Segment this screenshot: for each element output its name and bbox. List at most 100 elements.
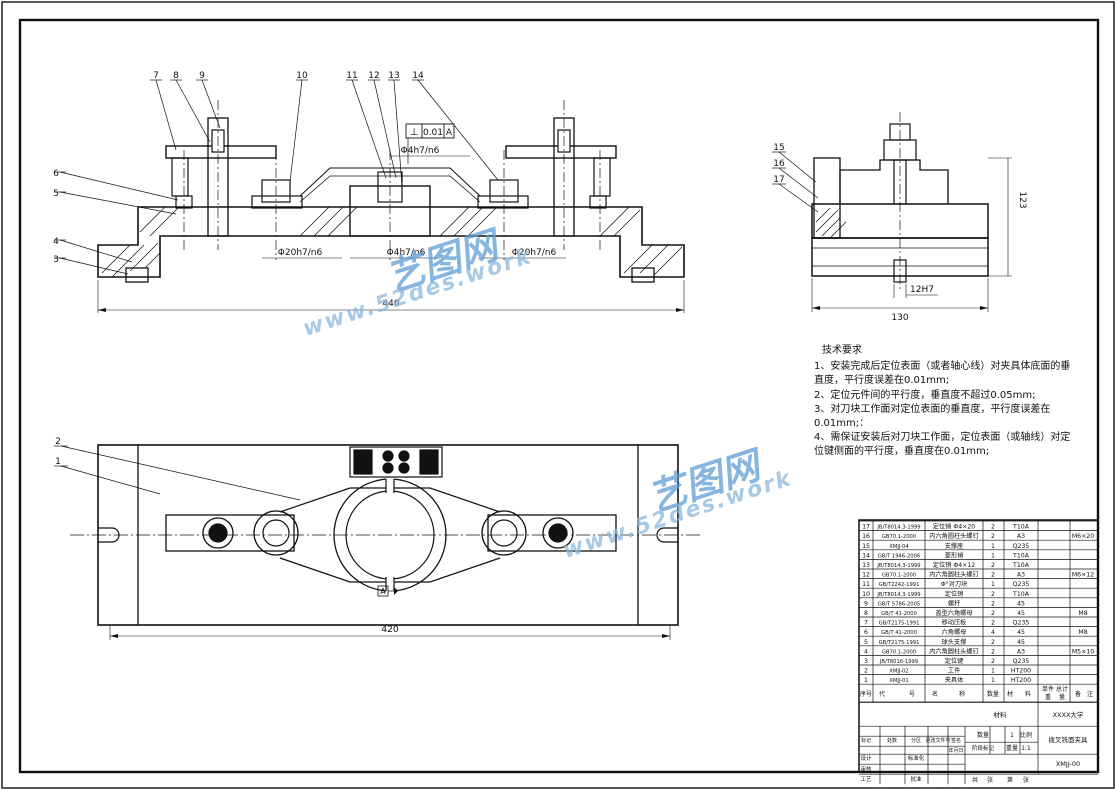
- bom-cell: 支撑座: [945, 542, 964, 550]
- mark-label: 标记: [861, 737, 871, 744]
- bom-cell: 14: [862, 552, 870, 559]
- bom-cell: 2: [991, 610, 995, 617]
- bom-cell: 内六角圆柱头螺钉: [929, 571, 979, 579]
- callout-number: 14: [412, 71, 424, 81]
- bom-cell: 定位销 Φ4×20: [933, 523, 975, 531]
- bom-cell: HT200: [1011, 668, 1031, 675]
- bom-cell: 10: [862, 591, 870, 598]
- bom-header-cell: 量: [1059, 694, 1065, 701]
- zone-label: 分区: [911, 737, 921, 744]
- bom-cell: 2: [991, 562, 995, 569]
- bom-cell: 工件: [948, 667, 960, 675]
- bom-header-cell: 注: [1087, 690, 1093, 698]
- tech-title: 技术要求: [822, 345, 862, 356]
- sheet-label: 张: [987, 776, 993, 784]
- drawing-name: 拨叉铣面夹具: [1049, 735, 1089, 744]
- bom-cell: 内六角圆柱头螺钉: [929, 532, 979, 540]
- bom-cell: GB/T 41-2000: [881, 630, 917, 636]
- sign-label: 签名: [951, 737, 961, 744]
- bom-cell: T10A: [1012, 552, 1030, 559]
- bom-cell: 夹具体: [945, 676, 964, 684]
- bom-cell: 8: [864, 610, 868, 617]
- dimension-12H7: 12H7: [910, 285, 934, 295]
- bom-cell: 45: [1017, 629, 1025, 636]
- design-label: 设计: [860, 754, 872, 762]
- bom-cell: 9: [864, 600, 868, 607]
- bom-header-cell: 号: [909, 691, 915, 698]
- bom-cell: JB/T8014.3-1999: [876, 563, 920, 569]
- fit-dimension: Φ4h7/n6: [401, 146, 440, 156]
- bom-cell: 2: [991, 572, 995, 579]
- callout-number: 17: [773, 175, 784, 185]
- bom-cell: T10A: [1012, 562, 1030, 569]
- tech-line: 0.01mm;：: [814, 418, 870, 430]
- bom-cell: XMJJ-01: [889, 678, 908, 684]
- bom-cell: 4: [991, 629, 995, 636]
- callout-number: 15: [773, 143, 784, 153]
- bom-cell: Q235: [1013, 620, 1030, 627]
- tech-line: 1、安装完成后定位表面（或者轴心线）对夹具体底面的垂: [814, 361, 1071, 373]
- bom-header-cell: 总计: [1056, 685, 1068, 693]
- bom-cell: GB70.1-2000: [882, 534, 916, 540]
- material-label: 材料: [994, 710, 1008, 719]
- bom-cell: 定位销: [945, 590, 964, 598]
- callout-number: 7: [153, 71, 159, 81]
- technical-requirements: 技术要求 1、安装完成后定位表面（或者轴心线）对夹具体底面的垂 直度，平行度误差…: [814, 344, 1076, 460]
- callout-number: 6: [53, 169, 59, 179]
- callout-number: 9: [199, 71, 205, 81]
- bom-cell: 盖型六角螺母: [935, 609, 972, 617]
- bom-cell: 1: [991, 581, 995, 588]
- bom-cell: 螺杆: [948, 599, 960, 607]
- bom-cell: 45: [1017, 610, 1025, 617]
- callout-number: 8: [173, 71, 179, 81]
- bom-cell: Q235: [1013, 543, 1030, 550]
- standard-label: 标准化: [908, 754, 925, 762]
- bom-cell: 3: [864, 658, 868, 665]
- dimension-440: 440: [382, 299, 399, 309]
- change-label: 更改文件号: [925, 737, 950, 744]
- callout-number: 4: [53, 237, 59, 247]
- bom-cell: M8: [1078, 629, 1087, 636]
- callout-number: 12: [368, 71, 379, 81]
- bom-cell: M6×20: [1072, 533, 1094, 540]
- bom-cell: 45: [1017, 639, 1025, 646]
- bom-cell: 2: [991, 591, 995, 598]
- bom-cell: A3: [1017, 572, 1025, 579]
- side-leaders: [772, 151, 819, 213]
- bom-header-cell: 材: [1007, 690, 1013, 698]
- bom-cell: 15: [862, 543, 870, 550]
- bom-cell: 定位键: [945, 657, 964, 665]
- bom-cell: 定位销 Φ4×12: [933, 561, 975, 569]
- bom-cell: 1: [991, 552, 995, 559]
- bom-header-cell: 备: [1075, 690, 1081, 698]
- bom-cell: 1: [991, 677, 995, 684]
- bom-cell: 1: [991, 668, 995, 675]
- bom-cell: JB/T8016-1999: [879, 659, 918, 665]
- scale-value: 1:1: [1021, 745, 1031, 752]
- bom-cell: JB/T8014.3-1999: [876, 592, 920, 598]
- bom-header-cell: 数量: [987, 690, 999, 698]
- bom-header-cell: 单件: [1042, 685, 1054, 693]
- bom-cell: 2: [991, 658, 995, 665]
- side-hatching: [815, 207, 847, 239]
- drawing-number: XMJJ-00: [1056, 760, 1080, 768]
- tech-line: 4、需保证安装后对刀块工作面，定位表面（或轴线）对定: [814, 432, 1071, 444]
- callout-number: 10: [296, 71, 308, 81]
- bom-cell: 2: [991, 600, 995, 607]
- bom-cell: 菱形销: [945, 551, 964, 559]
- bom-table: [858, 519, 1099, 785]
- bom-header-cell: 料: [1025, 690, 1031, 698]
- quantity-label: 数量: [977, 731, 989, 739]
- bom-cell: 内六角圆柱头螺钉: [929, 647, 979, 655]
- front-view: [54, 79, 685, 313]
- bom-cell: 45: [1017, 600, 1025, 607]
- school-name: XXXX大学: [1053, 710, 1084, 719]
- bom-cell: 2: [991, 648, 995, 655]
- bom-cell: GB70.1-2000: [882, 649, 916, 655]
- fit-dimension: Φ20h7/n6: [512, 248, 557, 258]
- sheet-no-label: 第: [1007, 776, 1013, 784]
- tolerance-value: 0.01: [423, 128, 443, 138]
- dimension-130: 130: [891, 313, 908, 323]
- bom-cell: M8: [1078, 610, 1087, 617]
